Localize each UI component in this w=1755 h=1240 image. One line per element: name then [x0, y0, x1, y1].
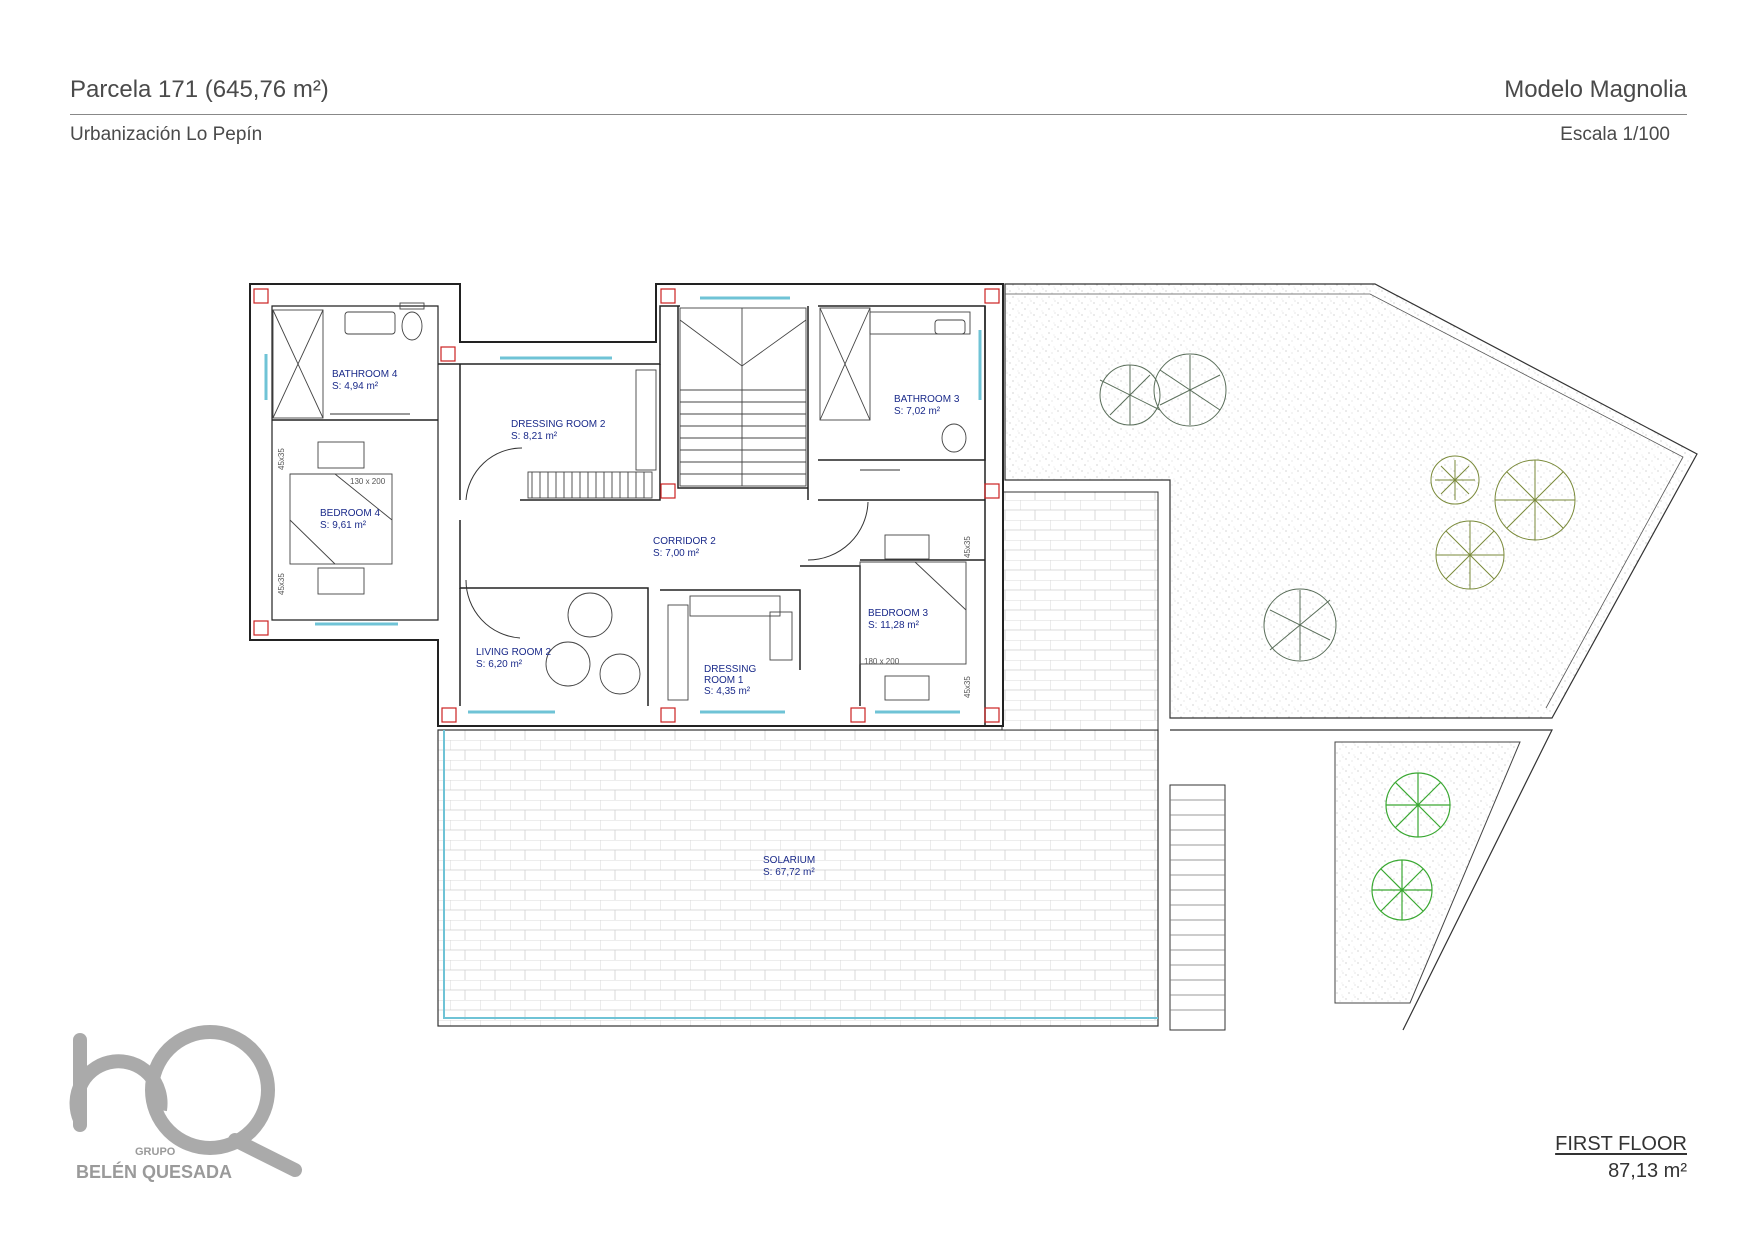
room-area-bathroom-4: S: 4,94 m²: [332, 381, 379, 392]
room-area-bedroom-3: S: 11,28 m²: [868, 620, 920, 631]
nightstand-size-4: 45x35: [963, 676, 972, 698]
column-markers: [253, 288, 1000, 723]
model-title: Modelo Magnolia: [1504, 76, 1687, 103]
interior-stairs: [679, 307, 807, 487]
room-labels: BATHROOM 4 S: 4,94 m² DRESSING ROOM 2 S:…: [320, 369, 960, 878]
bed-size-bedroom-3: 180 x 200: [864, 657, 900, 666]
logo-group: GRUPO: [135, 1146, 176, 1158]
fixtures: [272, 302, 971, 701]
windows: [264, 296, 982, 714]
company-logo: GRUPO BELÉN QUESADA: [69, 1025, 302, 1182]
room-area-dressing-room-2: S: 8,21 m²: [511, 431, 558, 442]
doors: [330, 413, 900, 639]
room-name-bedroom-4: BEDROOM 4: [320, 508, 380, 519]
nightstand-size-3: 45x35: [963, 536, 972, 558]
room-name-bathroom-4: BATHROOM 4: [332, 369, 398, 380]
room-area-solarium: S: 67,72 m²: [763, 867, 815, 878]
floor-area: 87,13 m²: [1608, 1160, 1687, 1182]
plot-title: Parcela 171 (645,76 m²): [70, 76, 329, 103]
floor-name: FIRST FLOOR: [1555, 1133, 1687, 1155]
room-name-dressing-room-1-line1: DRESSING: [704, 664, 756, 675]
room-name-dressing-room-1-line2: ROOM 1: [704, 675, 744, 686]
header-divider: [70, 114, 1687, 115]
garden-upper: [1004, 283, 1698, 719]
room-area-dressing-room-1: S: 4,35 m²: [704, 686, 751, 697]
room-name-solarium: SOLARIUM: [763, 855, 815, 866]
nightstand-size-1: 45x35: [277, 448, 286, 470]
room-area-bedroom-4: S: 9,61 m²: [320, 520, 367, 531]
room-area-corridor-2: S: 7,00 m²: [653, 548, 700, 559]
room-area-bathroom-3: S: 7,02 m²: [894, 406, 941, 417]
nightstand-size-2: 45x35: [277, 573, 286, 595]
room-area-living-room-2: S: 6,20 m²: [476, 659, 523, 670]
bed-size-bedroom-4: 130 x 200: [350, 477, 386, 486]
plan-scale: Escala 1/100: [1560, 124, 1670, 145]
solarium-area: [437, 491, 1159, 1027]
interior-walls: [272, 305, 986, 726]
garden-lower: [1170, 729, 1553, 1031]
room-name-corridor-2: CORRIDOR 2: [653, 536, 716, 547]
logo-name: BELÉN QUESADA: [76, 1161, 232, 1182]
urbanization-name: Urbanización Lo Pepín: [70, 124, 263, 145]
room-name-living-room-2: LIVING ROOM 2: [476, 647, 551, 658]
room-name-dressing-room-2: DRESSING ROOM 2: [511, 419, 606, 430]
exterior-stairs: [1169, 784, 1226, 1031]
room-name-bathroom-3: BATHROOM 3: [894, 394, 960, 405]
house-walls: [249, 283, 1004, 727]
room-name-bedroom-3: BEDROOM 3: [868, 608, 928, 619]
plants: [1099, 353, 1576, 921]
dimension-notes: 130 x 200 180 x 200 45x35 45x35 45x35 45…: [277, 448, 972, 698]
